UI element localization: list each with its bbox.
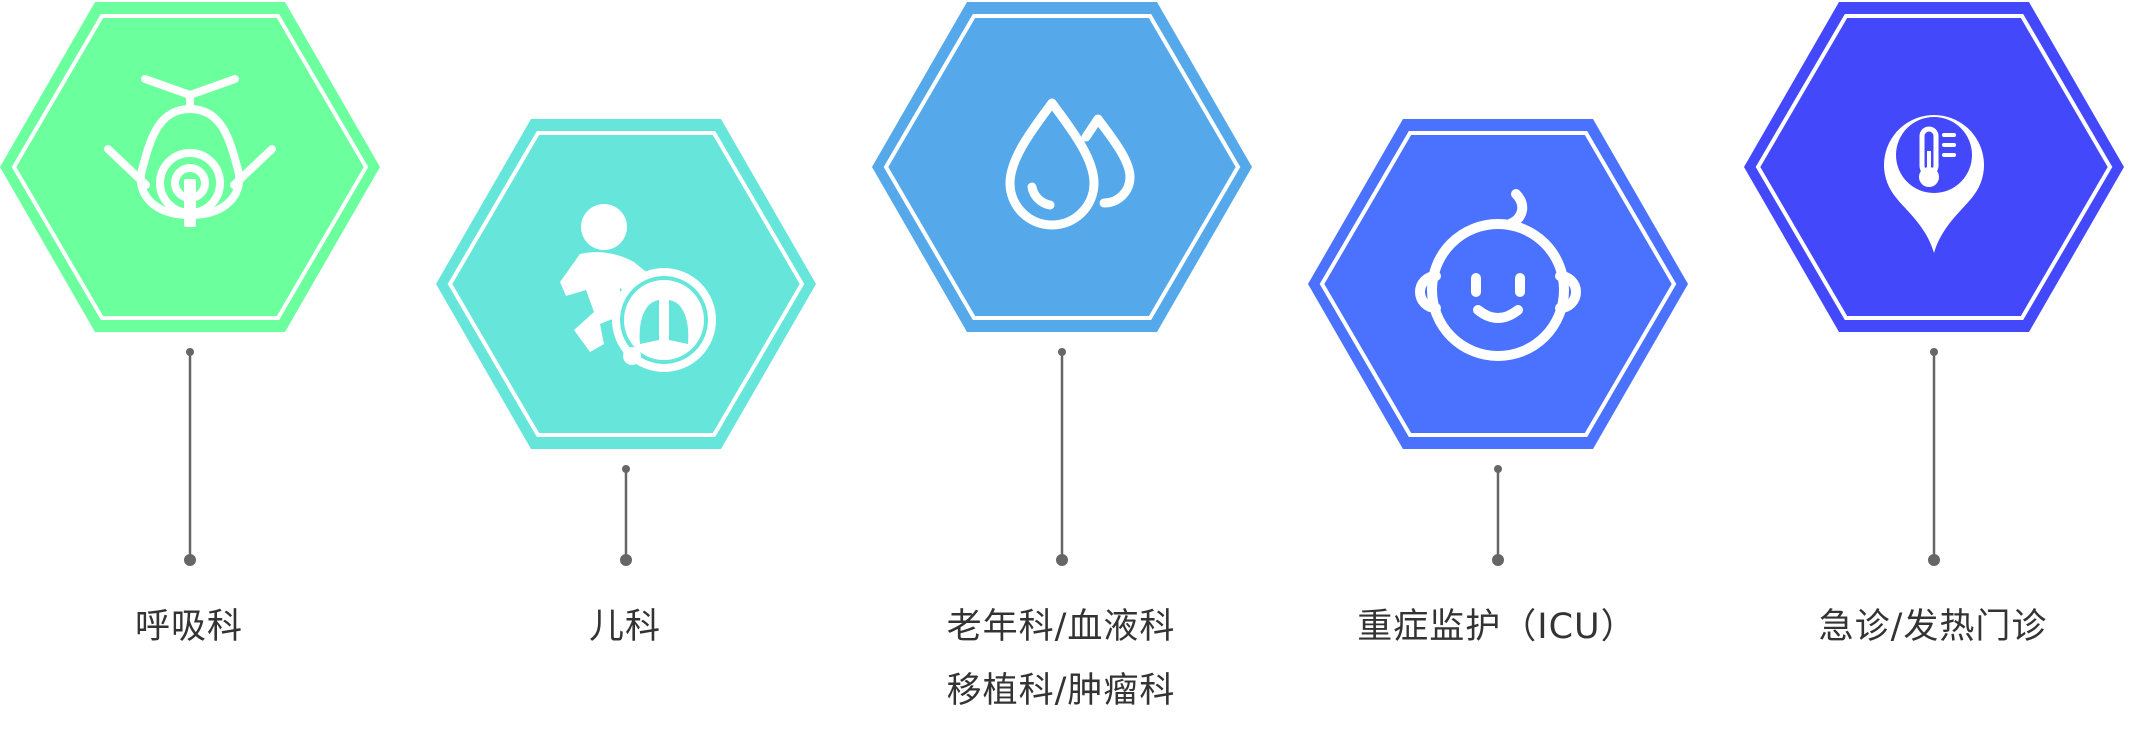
connector-top-dot: [186, 348, 194, 356]
connector-bottom-dot: [1056, 554, 1068, 566]
face: [1427, 219, 1569, 361]
oxygen-mask-icon: [104, 75, 276, 227]
lungs-badge-ring: [620, 276, 708, 364]
label-line: 移植科/肿瘤科: [946, 671, 1176, 711]
hexagon-outer: [1308, 119, 1688, 449]
drop-shine: [1027, 182, 1055, 210]
baby-foot: [623, 347, 641, 365]
connector-top-dot: [1058, 348, 1066, 356]
thermometer-pin-icon: [1884, 115, 1984, 253]
hexagon-inner-border: [11, 14, 369, 320]
hexagon-inner-border: [1319, 131, 1677, 437]
thermo-scale: [1942, 133, 1956, 157]
blood-drops-icon: [1005, 98, 1135, 230]
connector-top-dot: [1494, 465, 1502, 473]
label-line: 儿科: [588, 607, 661, 647]
connector-bottom-dot: [620, 554, 632, 566]
mouth: [1473, 305, 1523, 323]
ears: [1415, 271, 1581, 313]
mask-tube: [184, 179, 196, 227]
baby-face-icon: [1415, 189, 1581, 361]
dept-node-pediatrics: [436, 119, 816, 566]
baby-lungs-icon: [560, 204, 716, 372]
large-drop: [1005, 98, 1099, 230]
small-drop: [1081, 114, 1135, 208]
label-line: 急诊/发热门诊: [1818, 607, 2048, 647]
label-line: 呼吸科: [134, 607, 243, 647]
hexagon-outer: [872, 2, 1252, 332]
dept-label-respiratory: 呼吸科: [0, 595, 379, 659]
dept-node-respiratory: [0, 2, 380, 566]
connector-top-dot: [1930, 348, 1938, 356]
mask-band: [104, 145, 276, 189]
hair-curl: [1505, 189, 1528, 229]
thermo-bulb: [1919, 167, 1939, 187]
label-line: 老年科/血液科: [946, 607, 1176, 647]
dept-label-emergency: 急诊/发热门诊: [1743, 595, 2123, 659]
dept-label-geriatric-hematology: 老年科/血液科 移植科/肿瘤科: [871, 595, 1251, 723]
connector-bottom-dot: [184, 554, 196, 566]
connector-bottom-dot: [1928, 554, 1940, 566]
dept-label-icu: 重症监护（ICU）: [1307, 595, 1687, 659]
label-line: 重症监护（ICU）: [1357, 607, 1637, 647]
hexagon-inner-border: [447, 131, 805, 437]
lungs: [639, 300, 689, 344]
dept-node-icu: [1308, 119, 1688, 566]
baby-head: [581, 204, 627, 250]
dept-node-geriatric-hematology: [872, 2, 1252, 566]
connector-bottom-dot: [1492, 554, 1504, 566]
dept-label-pediatrics: 儿科: [435, 595, 815, 659]
baby-body: [560, 252, 656, 352]
connector-top-dot: [622, 465, 630, 473]
hexagon-inner-border: [883, 14, 1241, 320]
hexagon-inner-border: [1755, 14, 2113, 320]
dept-node-emergency: [1744, 2, 2124, 566]
